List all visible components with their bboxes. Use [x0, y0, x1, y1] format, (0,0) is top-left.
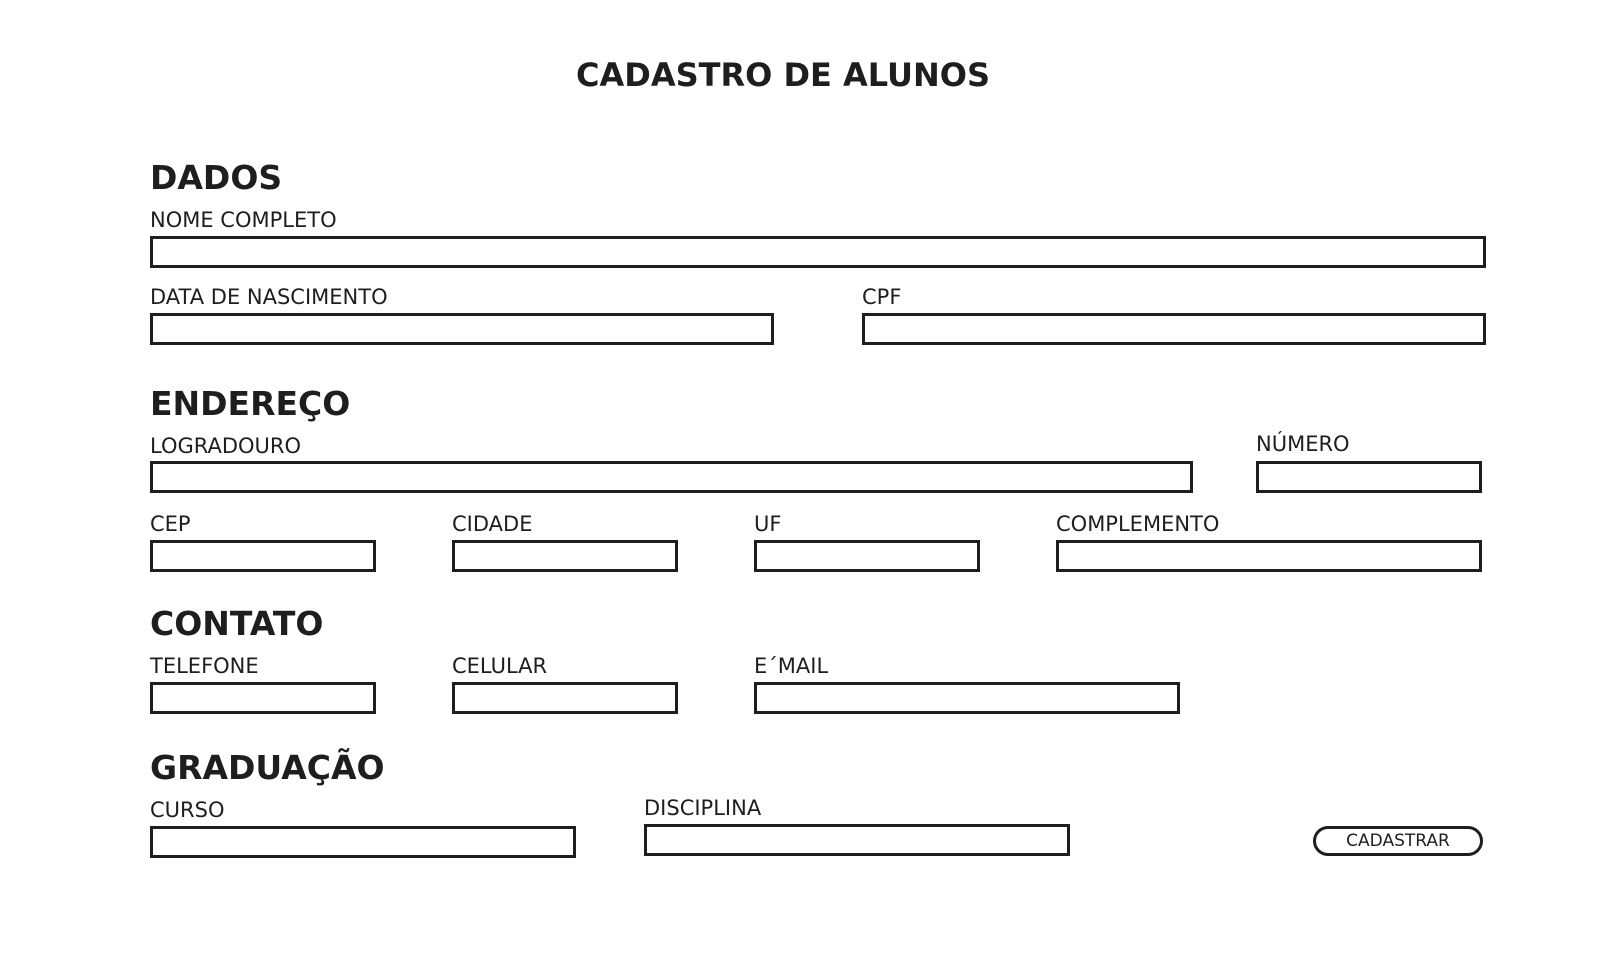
celular-field[interactable]: [452, 682, 678, 714]
disciplina-field[interactable]: [644, 824, 1070, 856]
email-field[interactable]: [754, 682, 1180, 714]
disciplina-label: DISCIPLINA: [644, 796, 762, 820]
cpf-label: CPF: [862, 285, 902, 309]
celular-label: CELULAR: [452, 654, 548, 678]
cep-field[interactable]: [150, 540, 376, 572]
logradouro-field[interactable]: [150, 461, 1193, 493]
complemento-field[interactable]: [1056, 540, 1482, 572]
curso-field[interactable]: [150, 826, 576, 858]
numero-field[interactable]: [1256, 461, 1482, 493]
page-title: CADASTRO DE ALUNOS: [576, 56, 991, 94]
nome-completo-field[interactable]: [150, 236, 1486, 268]
telefone-label: TELEFONE: [150, 654, 259, 678]
section-heading-graduacao: GRADUAÇÃO: [150, 748, 385, 787]
nome-completo-label: NOME COMPLETO: [150, 208, 337, 232]
email-label: E´MAIL: [754, 654, 829, 678]
numero-label: NÚMERO: [1256, 432, 1350, 456]
curso-label: CURSO: [150, 798, 225, 822]
logradouro-label: LOGRADOURO: [150, 434, 302, 458]
telefone-field[interactable]: [150, 682, 376, 714]
section-heading-contato: CONTATO: [150, 604, 324, 643]
cidade-field[interactable]: [452, 540, 678, 572]
cadastrar-button[interactable]: CADASTRAR: [1313, 826, 1483, 856]
cpf-field[interactable]: [862, 313, 1486, 345]
cidade-label: CIDADE: [452, 512, 533, 536]
uf-field[interactable]: [754, 540, 980, 572]
cep-label: CEP: [150, 512, 191, 536]
data-nascimento-field[interactable]: [150, 313, 774, 345]
section-heading-dados: DADOS: [150, 158, 283, 197]
section-heading-endereco: ENDEREÇO: [150, 384, 351, 423]
uf-label: UF: [754, 512, 782, 536]
complemento-label: COMPLEMENTO: [1056, 512, 1220, 536]
data-nascimento-label: DATA DE NASCIMENTO: [150, 285, 388, 309]
